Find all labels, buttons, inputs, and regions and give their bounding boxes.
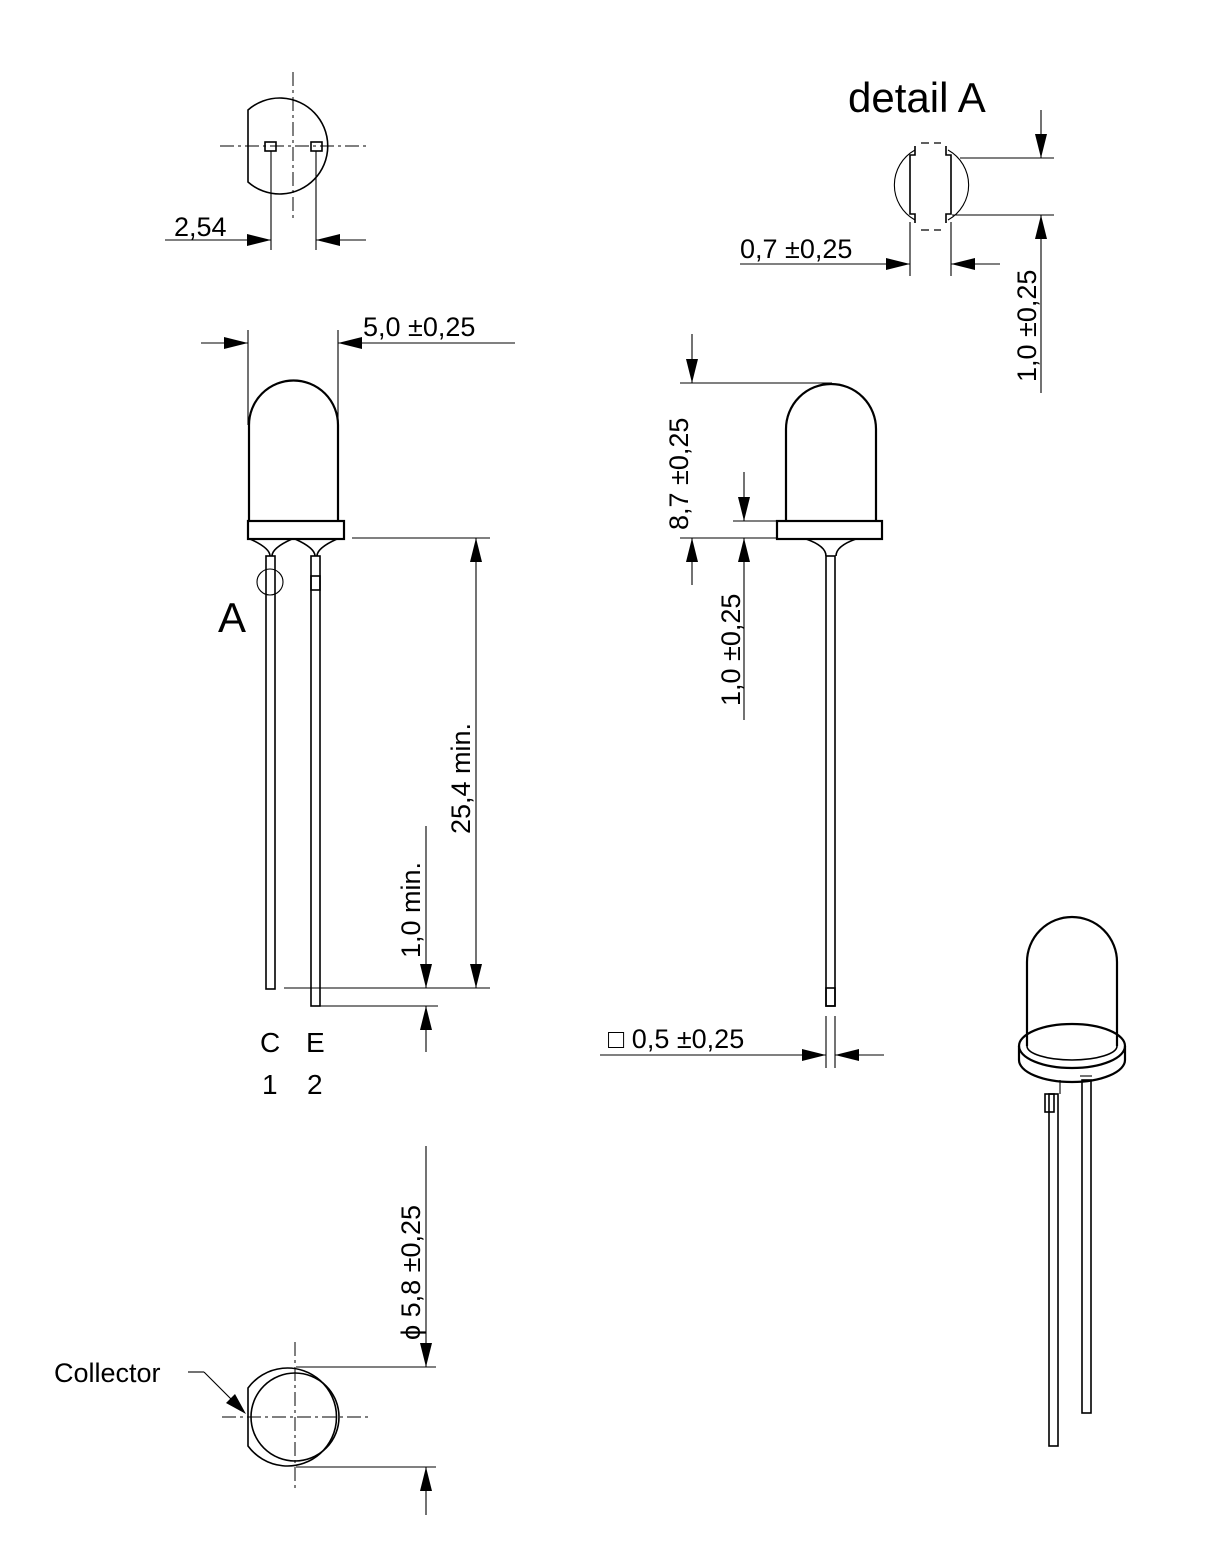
front-view: [201, 330, 515, 1052]
collector-label: Collector: [54, 1358, 161, 1388]
flange-diameter-label: ϕ 5,8 ±0,25: [396, 1205, 426, 1340]
lead-offset-label: 1,0 min.: [396, 862, 426, 958]
detail-width-label: 0,7 ±0,25: [740, 234, 852, 264]
lead-length-label: 25,4 min.: [446, 723, 476, 834]
body-width-label: 5,0 ±0,25: [363, 312, 475, 342]
pin-2-label: 2: [307, 1069, 323, 1100]
pin-1-label: 1: [262, 1069, 278, 1100]
pitch-label: 2,54: [174, 212, 227, 242]
top-view: [165, 72, 368, 250]
pin-c-label: C: [260, 1027, 280, 1058]
detail-marker-label: A: [218, 594, 246, 641]
lead-square-label: □ 0,5 ±0,25: [608, 1024, 744, 1054]
isometric-view: [1017, 915, 1127, 1447]
flange-height-label: 1,0 ±0,25: [716, 594, 746, 706]
bottom-view: [188, 1146, 436, 1515]
detail-title-label: detail A: [848, 74, 986, 121]
body-height-label: 8,7 ±0,25: [664, 418, 694, 530]
detail-a-view: [740, 110, 1054, 393]
pin-e-label: E: [306, 1027, 325, 1058]
detail-height-label: 1,0 ±0,25: [1012, 270, 1042, 382]
side-view: [600, 334, 884, 1068]
